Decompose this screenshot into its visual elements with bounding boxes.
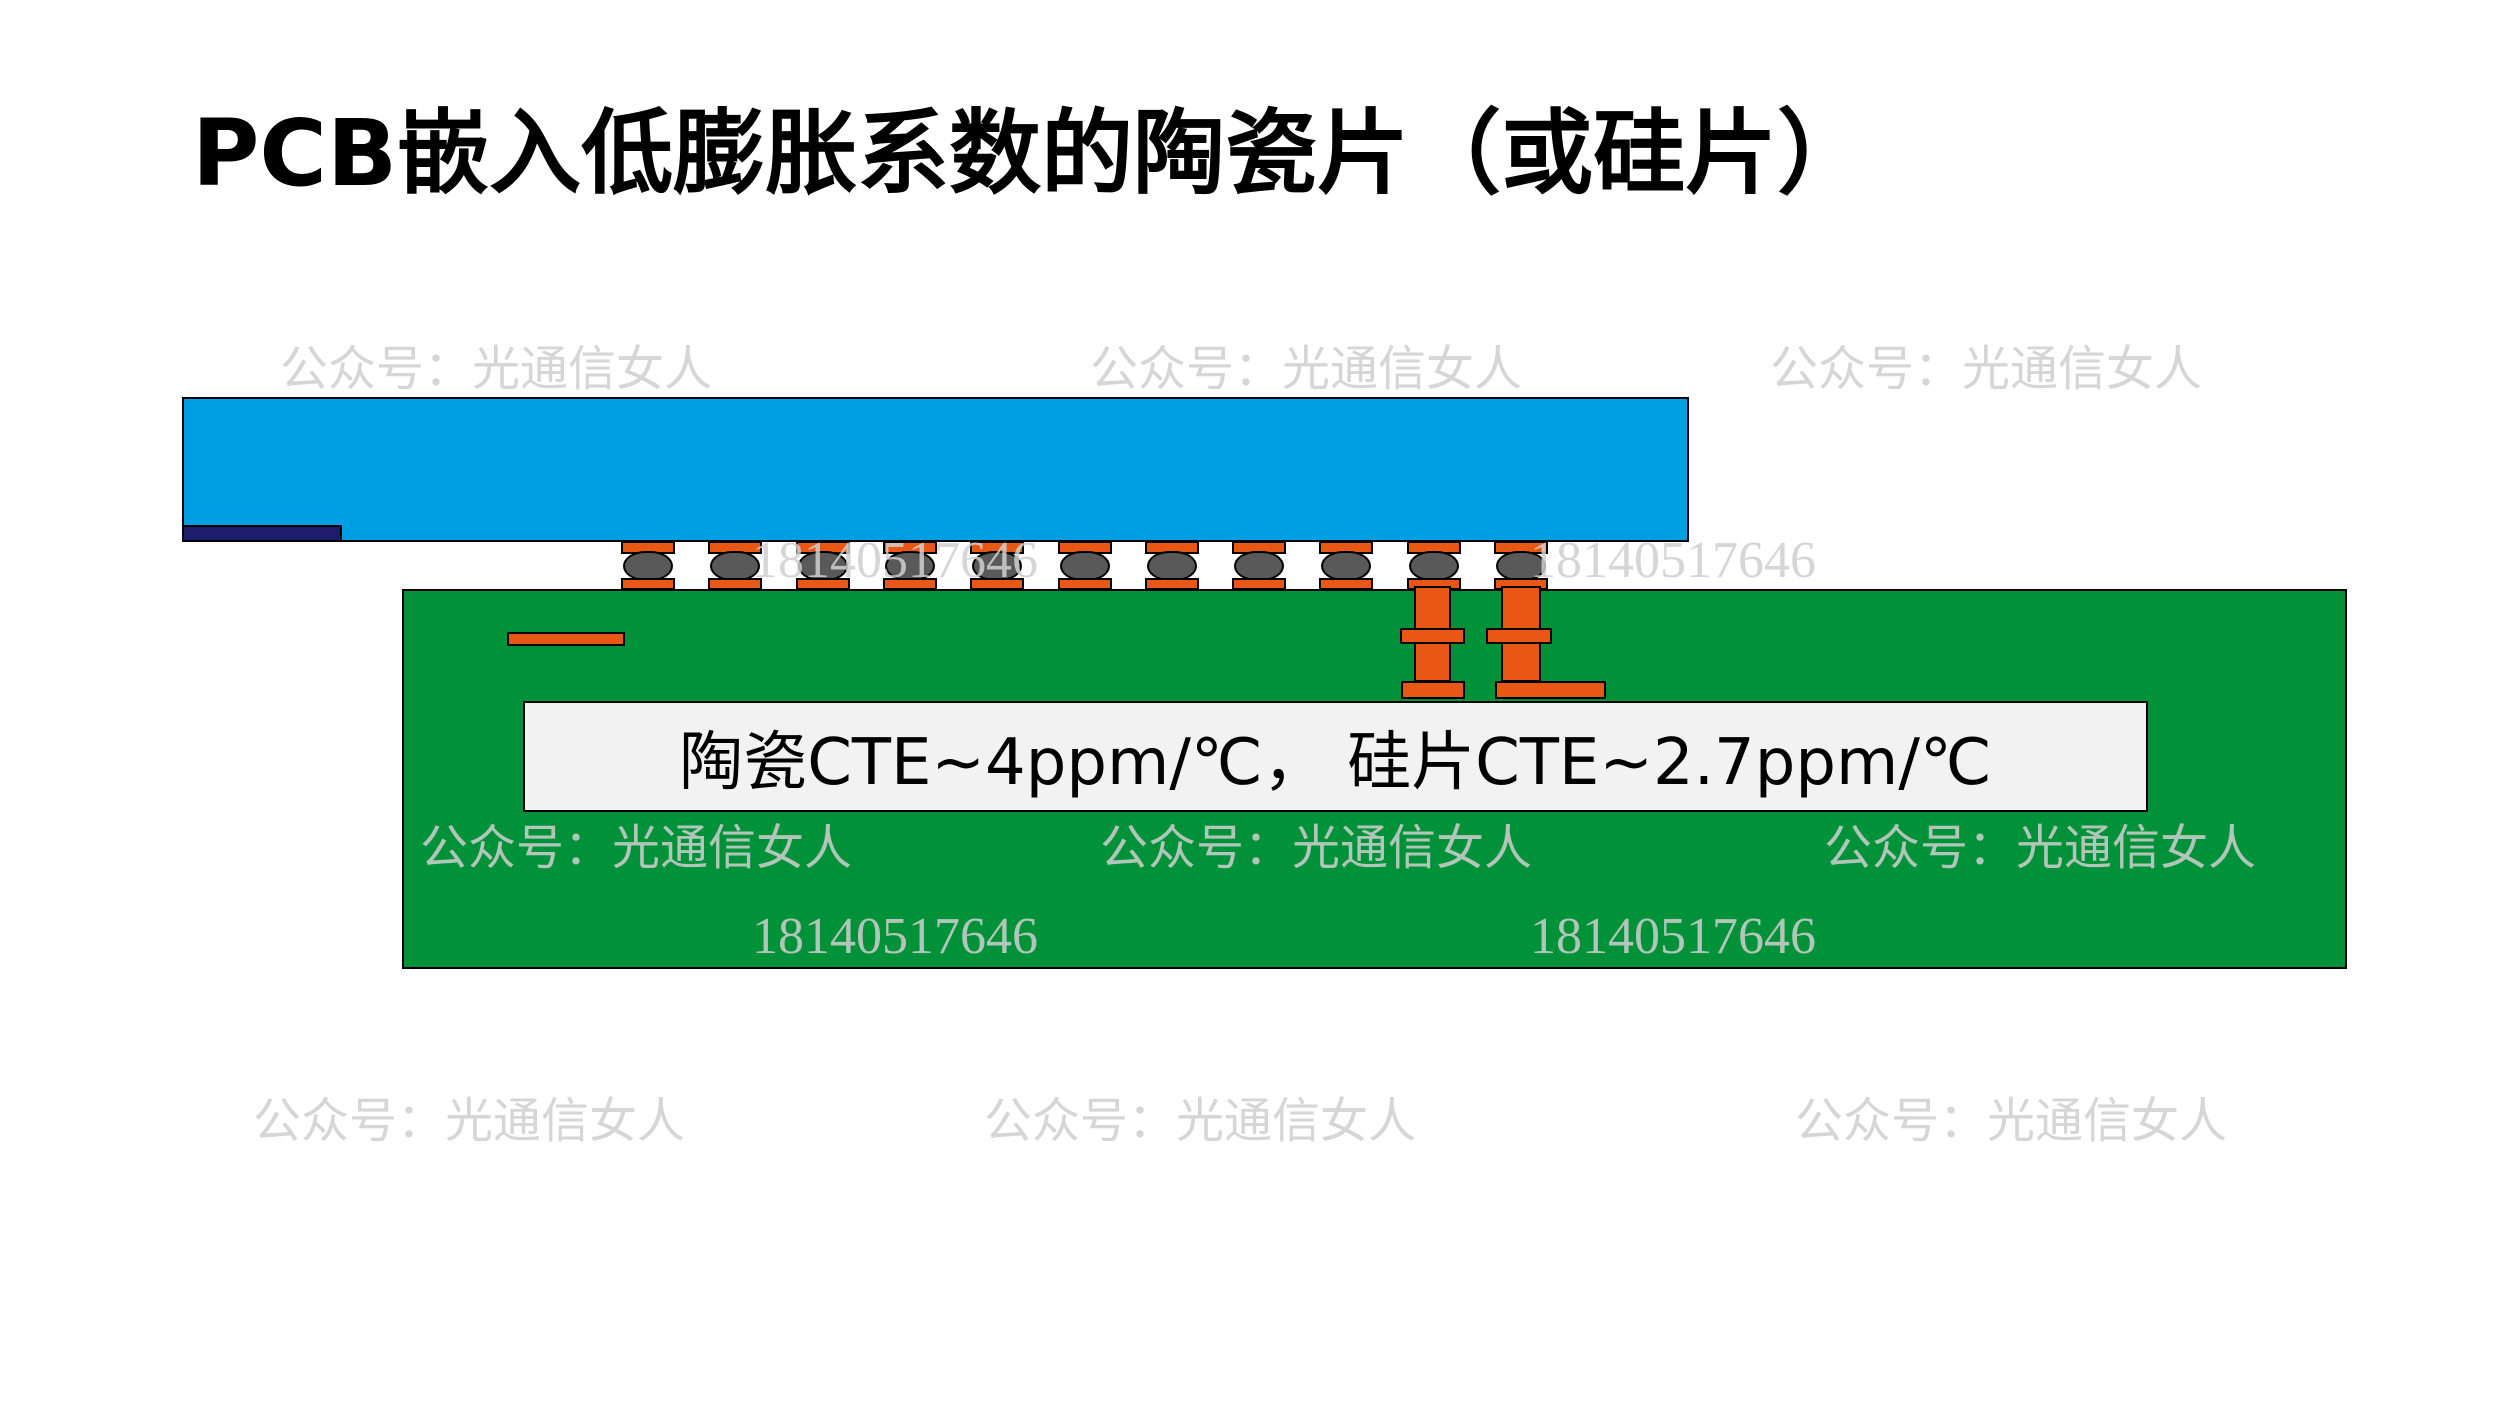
solder-ball xyxy=(972,551,1023,581)
via-bottom-pad xyxy=(1401,681,1465,699)
via-bottom-trace xyxy=(1495,681,1606,699)
solder-ball xyxy=(710,551,761,581)
solder-ball xyxy=(1496,551,1546,581)
watermark: 公众号：光通信女人 xyxy=(280,341,713,397)
solder-ball xyxy=(1321,551,1372,581)
inner-trace xyxy=(507,632,625,646)
cte-label-box: 陶瓷CTE~4ppm/℃， 硅片CTE~2.7ppm/℃ xyxy=(523,701,2148,812)
slide-title: PCB嵌入低膨胀系数的陶瓷片（或硅片） xyxy=(192,100,1870,207)
watermark: 公众号：光通信女人 xyxy=(1795,1093,2228,1149)
via-pad xyxy=(1400,628,1465,644)
cte-label-text: 陶瓷CTE~4ppm/℃， 硅片CTE~2.7ppm/℃ xyxy=(679,725,1992,800)
watermark: 公众号：光通信女人 xyxy=(1090,341,1523,397)
die-edge-layer xyxy=(182,525,342,542)
solder-ball xyxy=(1234,551,1285,581)
solder-ball xyxy=(1059,551,1110,581)
via-pad xyxy=(1486,628,1552,644)
solder-ball xyxy=(884,551,935,581)
watermark: 公众号：光通信女人 xyxy=(1770,341,2203,397)
solder-ball xyxy=(1408,551,1459,581)
chip-die xyxy=(182,397,1689,542)
solder-ball xyxy=(797,551,848,581)
solder-ball xyxy=(1146,551,1197,581)
watermark: 公众号：光通信女人 xyxy=(253,1093,686,1149)
watermark: 公众号：光通信女人 xyxy=(984,1093,1417,1149)
solder-ball xyxy=(623,551,673,581)
